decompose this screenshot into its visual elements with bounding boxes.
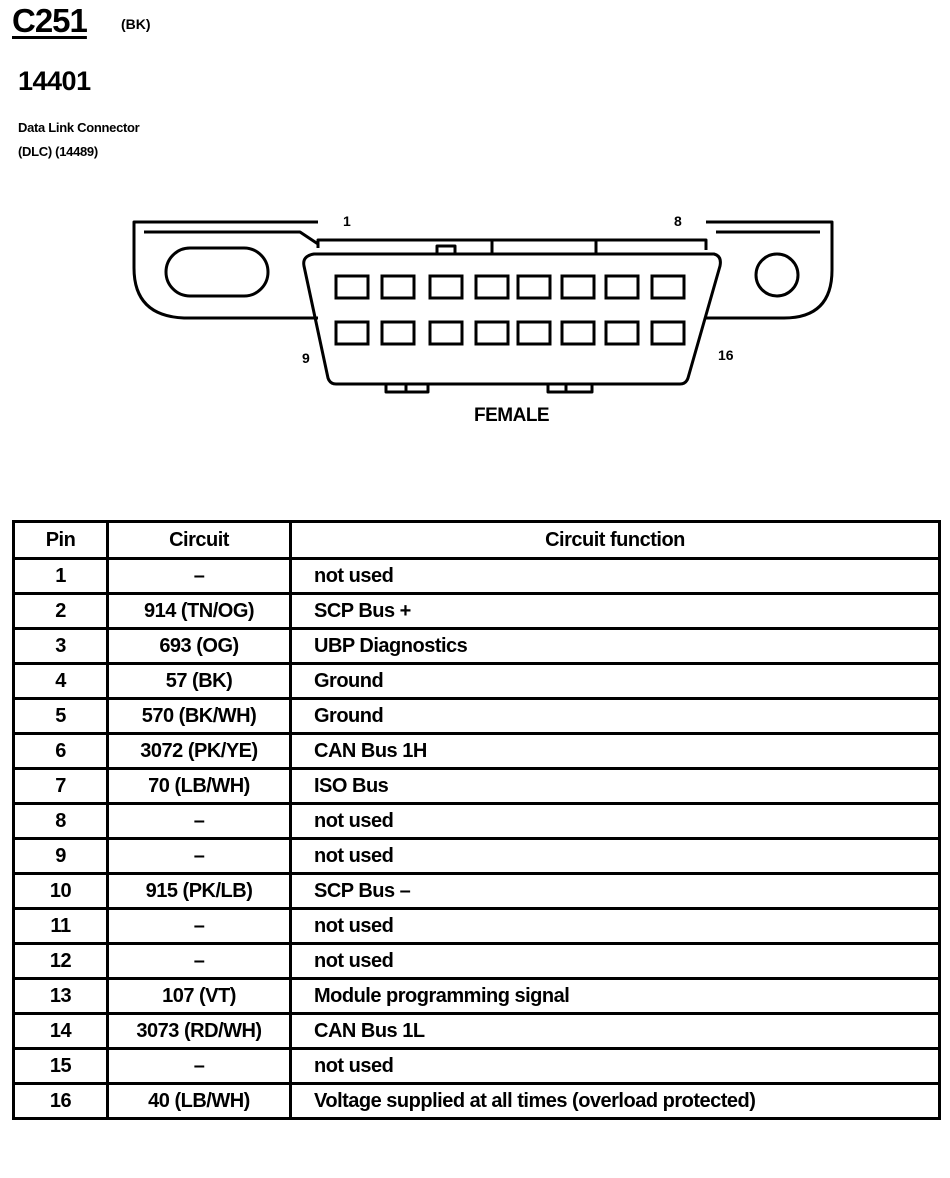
table-row: 1–not used	[12, 557, 941, 595]
table-row: 12–not used	[12, 942, 941, 980]
table-row: 11–not used	[12, 907, 941, 945]
circuit-function: ISO Bus	[289, 767, 941, 805]
pin-number: 15	[12, 1047, 109, 1085]
pin-number: 4	[12, 662, 109, 700]
circuit: 693 (OG)	[106, 627, 292, 665]
pin-number: 1	[12, 557, 109, 595]
connector-color-code: (BK)	[121, 16, 151, 32]
pin-number: 10	[12, 872, 109, 910]
pin-label-9: 9	[302, 350, 310, 366]
circuit: –	[106, 837, 292, 875]
header-circuit-function: Circuit function	[289, 520, 941, 560]
circuit: –	[106, 802, 292, 840]
table-row: 8–not used	[12, 802, 941, 840]
pin-number: 9	[12, 837, 109, 875]
circuit-function: CAN Bus 1L	[289, 1012, 941, 1050]
pin-number: 14	[12, 1012, 109, 1050]
connector-gender: FEMALE	[474, 405, 550, 426]
pin-number: 13	[12, 977, 109, 1015]
pin-number: 12	[12, 942, 109, 980]
circuit-function: Ground	[289, 697, 941, 735]
pin-number: 8	[12, 802, 109, 840]
pinout-table: Pin Circuit Circuit function 1–not used …	[12, 520, 941, 1120]
right-mounting-hole	[754, 252, 800, 298]
pin-label-16: 16	[718, 347, 734, 363]
circuit: 57 (BK)	[106, 662, 292, 700]
circuit-function: Voltage supplied at all times (overload …	[289, 1082, 941, 1120]
circuit: 70 (LB/WH)	[106, 767, 292, 805]
pin-number: 7	[12, 767, 109, 805]
pin-number: 6	[12, 732, 109, 770]
circuit: –	[106, 1047, 292, 1085]
circuit-function: not used	[289, 802, 941, 840]
connector-diagram	[132, 220, 834, 394]
table-header-row: Pin Circuit Circuit function	[12, 520, 941, 560]
circuit: 40 (LB/WH)	[106, 1082, 292, 1120]
circuit-function: Module programming signal	[289, 977, 941, 1015]
circuit: 107 (VT)	[106, 977, 292, 1015]
circuit-function: UBP Diagnostics	[289, 627, 941, 665]
right-mounting-flange	[706, 220, 834, 320]
connector-description-line-1: Data Link Connector	[18, 120, 140, 135]
pin-label-1: 1	[343, 213, 351, 229]
circuit-function: not used	[289, 907, 941, 945]
circuit: –	[106, 907, 292, 945]
pin-number: 5	[12, 697, 109, 735]
circuit: 915 (PK/LB)	[106, 872, 292, 910]
circuit: 3072 (PK/YE)	[106, 732, 292, 770]
header-pin: Pin	[12, 520, 109, 560]
circuit-function: not used	[289, 942, 941, 980]
circuit-function: not used	[289, 1047, 941, 1085]
circuit-function: SCP Bus +	[289, 592, 941, 630]
part-number: 14401	[18, 66, 91, 96]
circuit-function: SCP Bus –	[289, 872, 941, 910]
circuit-function: not used	[289, 557, 941, 595]
pin-cavities	[334, 274, 686, 346]
circuit-function: CAN Bus 1H	[289, 732, 941, 770]
connector-description-line-2: (DLC) (14489)	[18, 144, 98, 159]
circuit: 570 (BK/WH)	[106, 697, 292, 735]
pin-number: 11	[12, 907, 109, 945]
circuit: 3073 (RD/WH)	[106, 1012, 292, 1050]
connector-id: C251	[12, 2, 88, 39]
pin-number: 16	[12, 1082, 109, 1120]
circuit: –	[106, 942, 292, 980]
pin-number: 2	[12, 592, 109, 630]
circuit: 914 (TN/OG)	[106, 592, 292, 630]
left-mounting-flange	[132, 220, 318, 320]
circuit-function: Ground	[289, 662, 941, 700]
pin-number: 3	[12, 627, 109, 665]
left-mounting-hole	[164, 246, 270, 298]
table-row: 15–not used	[12, 1047, 941, 1085]
table-row: 9–not used	[12, 837, 941, 875]
circuit-function: not used	[289, 837, 941, 875]
connector-face	[302, 252, 722, 386]
pin-label-8: 8	[674, 213, 682, 229]
header-circuit: Circuit	[106, 520, 292, 560]
circuit: –	[106, 557, 292, 595]
